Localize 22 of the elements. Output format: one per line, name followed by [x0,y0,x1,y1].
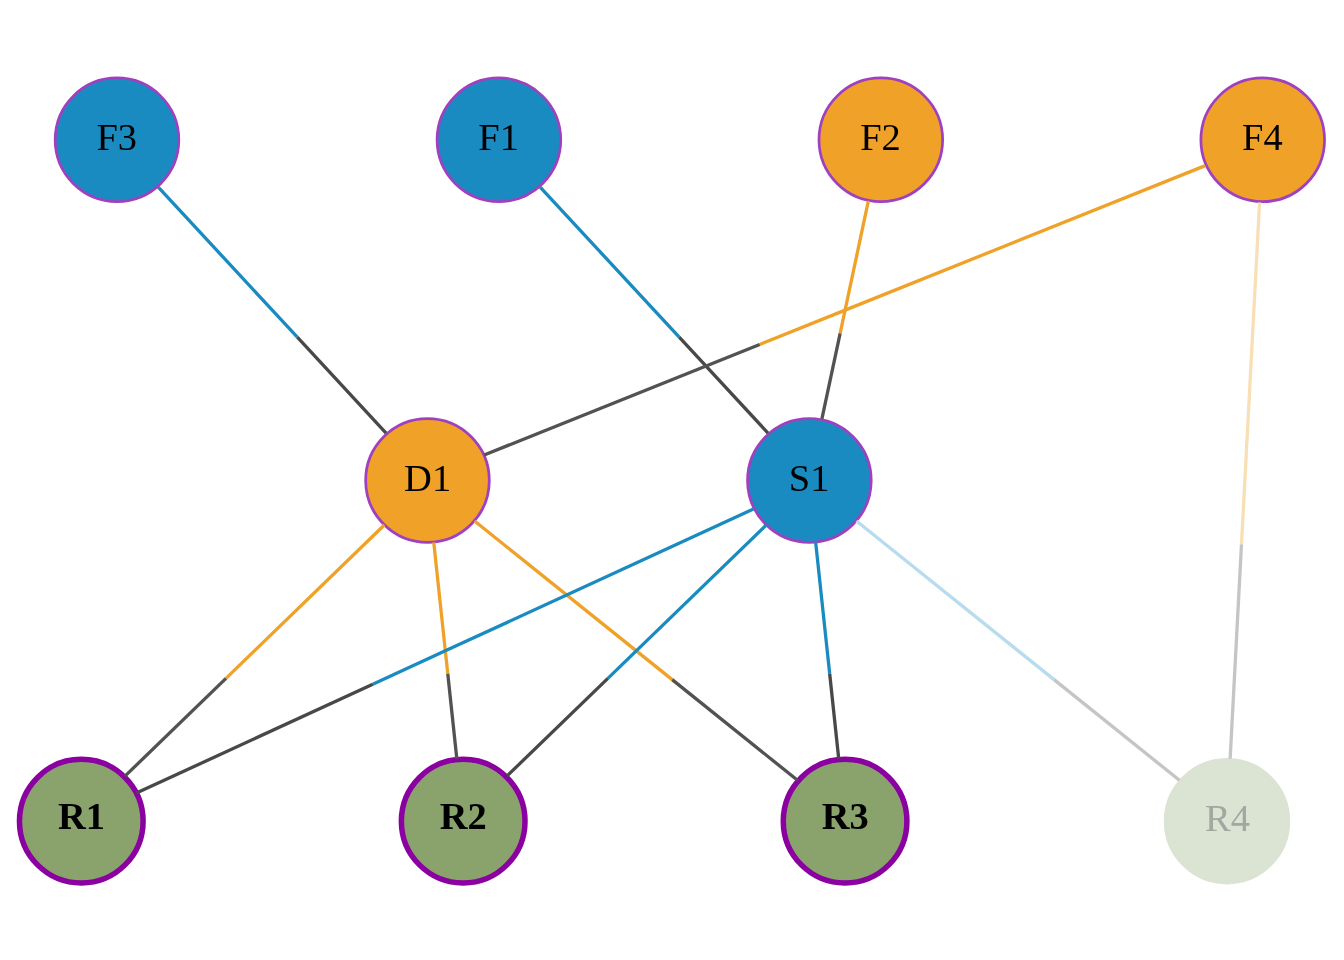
connector [135,507,755,795]
node-circle: F3 [53,76,181,203]
connector [1228,201,1262,759]
node-circle: F2 [817,76,944,203]
node-circle: R4 [1163,757,1291,884]
connector [505,523,768,777]
connector [483,163,1206,457]
node-circle: R1 [16,756,146,886]
node-circle: D1 [364,416,491,544]
connector [473,519,799,782]
connector [123,523,386,777]
connector [855,519,1181,782]
connector [157,185,388,434]
connector [814,541,841,759]
connector [538,185,770,434]
node-circle: S1 [746,416,873,544]
node-circle: R2 [398,756,528,886]
node-circle: F1 [435,76,563,203]
node-circle: F4 [1199,76,1326,203]
connector [820,200,870,419]
connector [432,541,459,759]
node-circle: R3 [780,756,910,886]
